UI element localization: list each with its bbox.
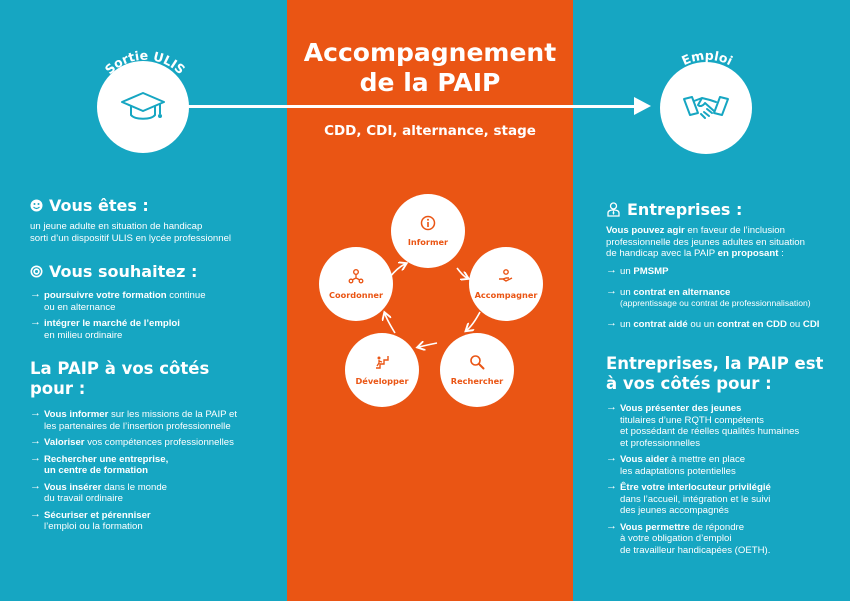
cycle-rechercher: Rechercher <box>440 333 514 407</box>
list-item: Rechercher une entreprise,un centre de f… <box>30 453 280 477</box>
list-item: Être votre interlocuteur privilégiédans … <box>606 481 846 517</box>
list-item: un contrat en alternance(apprentissage o… <box>606 286 846 310</box>
cycle-informer: Informer <box>391 194 465 268</box>
emploi-circle <box>660 62 752 154</box>
page-title: Accompagnement de la PAIP <box>303 38 557 97</box>
list-item: un PMSMP <box>606 265 846 278</box>
info-icon <box>420 215 436 231</box>
smiley-icon <box>30 199 43 212</box>
cycle-arrows <box>287 180 481 420</box>
list-item: un contrat aidé ou un contrat en CDD ou … <box>606 318 846 331</box>
paip-left-list: Vous informer sur les missions de la PAI… <box>30 408 280 538</box>
hand-person-icon <box>499 269 513 282</box>
handshake-icon <box>683 96 729 119</box>
vous-etes-heading: Vous êtes : <box>30 196 149 215</box>
entreprises-list: un PMSMP un contrat en alternance(appren… <box>606 265 846 335</box>
cycle-developper: Développer <box>345 333 419 407</box>
progress-arrow-head <box>634 97 651 115</box>
graduation-cap-icon <box>121 92 165 120</box>
network-icon <box>348 269 364 284</box>
list-item: Valoriser vos compétences professionnell… <box>30 436 280 449</box>
paip-right-heading: Entreprises, la PAIP est à vos côtés pou… <box>606 354 824 393</box>
progress-arrow-line <box>186 105 641 108</box>
entreprises-intro: Vous pouvez agir en faveur de l’inclusio… <box>606 225 805 259</box>
list-item: Vous informer sur les missions de la PAI… <box>30 408 280 432</box>
entreprises-heading: Entreprises : <box>606 200 742 219</box>
vous-souhaitez-heading: Vous souhaitez : <box>30 262 197 281</box>
vous-etes-text: un jeune adulte en situation de handicap… <box>30 221 232 244</box>
contract-types-subtitle: CDD, CDI, alternance, stage <box>324 123 536 139</box>
climber-icon <box>376 356 389 369</box>
magnifier-icon <box>470 355 485 370</box>
target-icon <box>30 265 43 278</box>
business-person-icon <box>607 202 620 217</box>
cycle-coordonner: Coordonner <box>319 247 393 321</box>
cycle-accompagner: Accompagner <box>469 247 543 321</box>
paip-left-heading: La PAIP à vos côtés pour : <box>30 359 210 398</box>
sortie-ulis-circle <box>97 61 189 153</box>
